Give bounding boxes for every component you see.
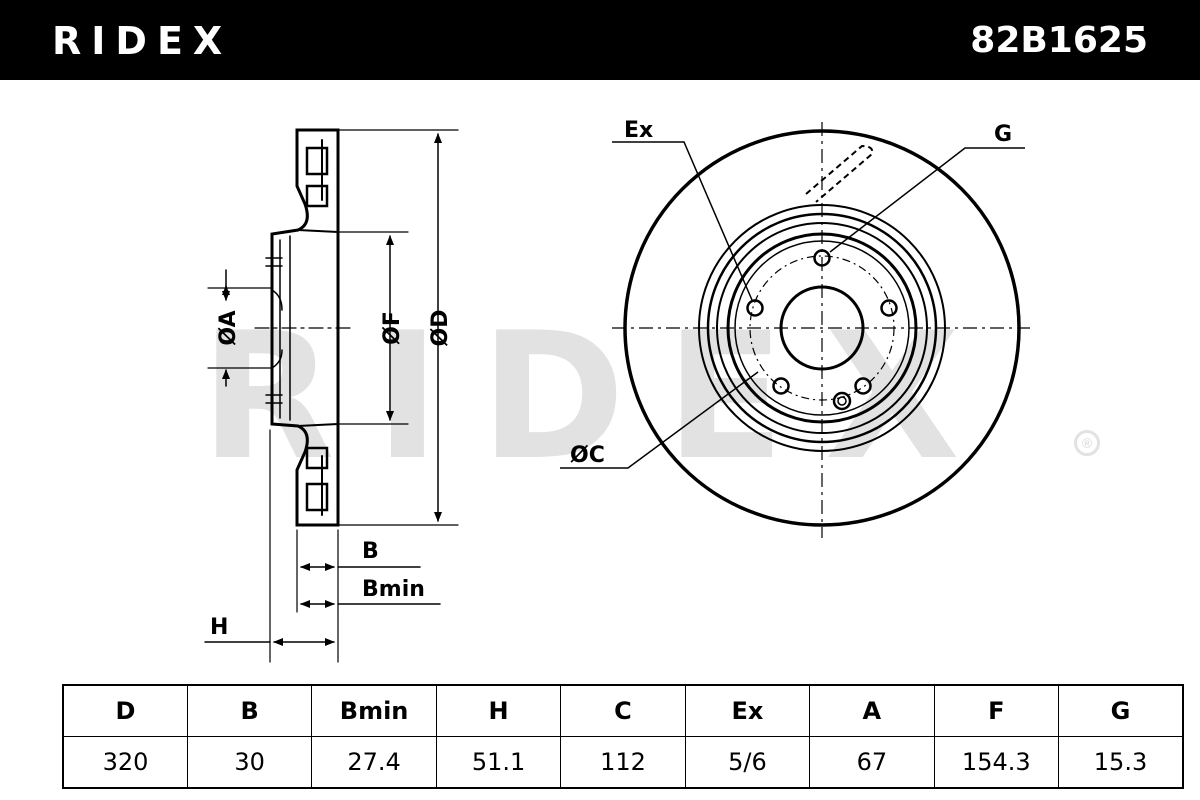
- label-diameter-c: ØC: [570, 443, 605, 468]
- brand-logo: RIDEX: [52, 19, 233, 63]
- front-view: [560, 122, 1030, 538]
- bolt-hole: [854, 377, 872, 395]
- label-thickness-b: B: [362, 539, 379, 564]
- label-diameter-d: ØD: [428, 310, 453, 347]
- spec-table: D B Bmin H C Ex A F G 320 30 27.4 51.1 1…: [62, 684, 1184, 789]
- spec-header: A: [809, 684, 935, 737]
- spec-header: Ex: [684, 684, 811, 737]
- label-diameter-a: ØA: [216, 310, 241, 345]
- spec-header-row: D B Bmin H C Ex A F G: [62, 684, 1184, 737]
- spec-value: 27.4: [311, 736, 437, 789]
- spec-value: 15.3: [1058, 736, 1184, 789]
- spec-value: 112: [560, 736, 686, 789]
- spec-value: 154.3: [933, 736, 1060, 789]
- spec-value: 67: [809, 736, 935, 789]
- technical-drawing: ØD ØF ØA B Bmin H Ex G ØC: [204, 118, 1030, 663]
- spec-header: G: [1058, 684, 1184, 737]
- registered-mark: ®: [1074, 430, 1100, 456]
- spec-value: 5/6: [684, 736, 811, 789]
- spec-header: B: [186, 684, 313, 737]
- spec-header: Bmin: [311, 684, 437, 737]
- spec-header: D: [62, 684, 188, 737]
- bolt-hole: [880, 299, 898, 317]
- spec-value-row: 320 30 27.4 51.1 112 5/6 67 154.3 15.3: [62, 736, 1184, 789]
- side-view: [204, 128, 459, 663]
- spec-header: F: [933, 684, 1060, 737]
- spec-header: C: [560, 684, 686, 737]
- label-diameter-f: ØF: [380, 311, 405, 345]
- bolt-hole: [772, 377, 790, 395]
- spec-value: 30: [186, 736, 313, 789]
- spec-value: 320: [62, 736, 188, 789]
- header-bar: RIDEX 82B1625: [0, 0, 1200, 80]
- label-thickness-bmin: Bmin: [362, 577, 425, 602]
- spec-header: H: [435, 684, 562, 737]
- label-hole-g: G: [994, 122, 1012, 147]
- label-height-h: H: [210, 615, 228, 640]
- label-holes-ex: Ex: [624, 118, 653, 143]
- bolt-hole: [746, 299, 764, 317]
- part-number: 82B1625: [970, 20, 1148, 61]
- spec-value: 51.1: [435, 736, 562, 789]
